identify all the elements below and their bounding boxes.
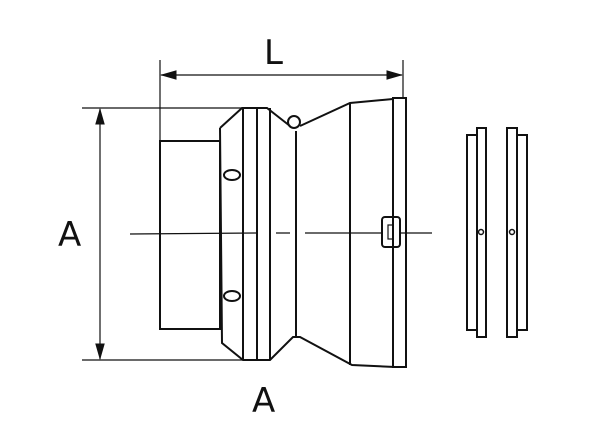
length-dimension: L (159, 33, 404, 140)
key-slot (381, 216, 401, 248)
centerline (129, 232, 432, 235)
pin-hole (223, 290, 241, 302)
groove-hole (287, 115, 301, 129)
diameter-dimension: A (58, 107, 243, 361)
bottom-label: A (252, 381, 275, 421)
diameter-label: A (58, 215, 81, 255)
seal-ring (506, 127, 528, 338)
seal-ring (466, 127, 487, 338)
length-label: L (264, 33, 283, 73)
pin-hole (223, 169, 241, 181)
